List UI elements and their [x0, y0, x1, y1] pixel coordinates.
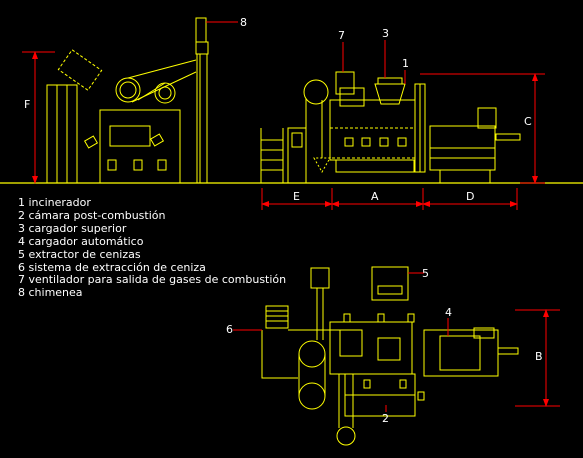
dimension-label-e: E	[293, 190, 300, 203]
legend-item-3: 3 cargador superior	[18, 221, 127, 235]
dimension-label-f: F	[24, 98, 30, 111]
left-elevation	[46, 17, 209, 184]
legend: 1 incinerador 2 cámara post-combustión 3…	[18, 196, 287, 300]
callout-5: 5	[422, 267, 429, 280]
legend-item-5: 5 extractor de cenizas	[18, 247, 141, 261]
callout-7: 7	[338, 29, 345, 42]
legend-item-2: 2 cámara post-combustión	[18, 208, 166, 222]
dimension-label-a: A	[371, 190, 379, 203]
dimension-label-d: D	[466, 190, 474, 203]
callout-1: 1	[402, 57, 409, 70]
callout-6: 6	[226, 323, 233, 336]
callout-8: 8	[240, 16, 247, 29]
callout-4: 4	[445, 306, 452, 319]
legend-item-6: 6 sistema de extracción de ceniza	[18, 260, 206, 274]
callout-3: 3	[382, 27, 389, 40]
dimension-lines	[22, 51, 560, 407]
dimension-label-c: C	[524, 115, 532, 128]
dimension-label-b: B	[535, 350, 543, 363]
right-elevation	[260, 71, 521, 184]
plan-view	[261, 266, 519, 446]
leader-lines	[206, 21, 449, 412]
callout-2: 2	[382, 412, 389, 425]
legend-item-7: 7 ventilador para salida de gases de com…	[18, 273, 287, 287]
legend-item-1: 1 incinerador	[18, 196, 91, 209]
legend-item-4: 4 cargador automático	[18, 234, 144, 248]
legend-item-8: 8 chimenea	[18, 286, 83, 300]
